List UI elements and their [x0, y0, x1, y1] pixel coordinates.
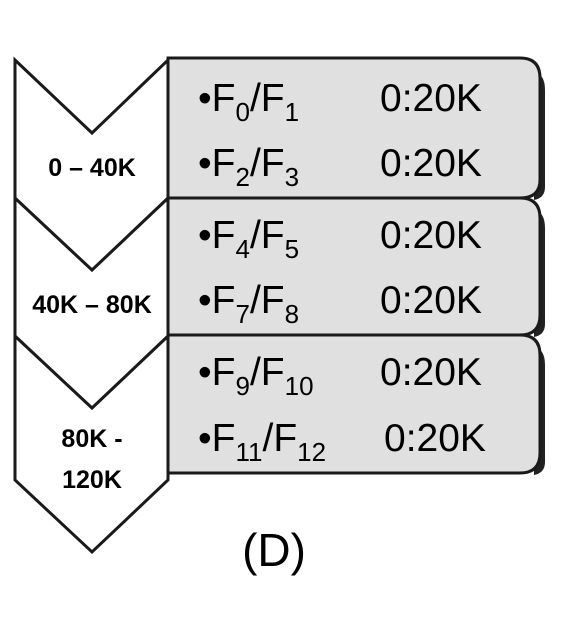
stage-labels: 0 – 40K 40K – 80K 80K - 120K [32, 154, 152, 494]
entry-3-1-range: 0:20K [380, 351, 482, 394]
chevrons [13, 56, 170, 555]
panel-stage-3 [166, 333, 542, 475]
figure-caption: (D) [242, 524, 306, 576]
stage-3-label-line-2: 120K [62, 466, 122, 494]
entry-2-2-pair: •F7/F8 [198, 279, 299, 329]
stage-3-label-line-1: 80K - [61, 425, 122, 453]
entry-3-2-pair: •F11/F12 [198, 417, 326, 467]
entry-1-1-range: 0:20K [380, 77, 482, 120]
entry-2-1-range: 0:20K [380, 214, 482, 257]
entry-1-2-pair: •F2/F3 [198, 142, 299, 192]
entry-3-2-range: 0:20K [384, 417, 486, 460]
stage-2-label: 40K – 80K [32, 291, 152, 319]
entries: •F0/F1 0:20K •F2/F3 0:20K •F4/F5 0:20K •… [198, 77, 486, 467]
entry-3-1-pair: •F9/F10 [198, 351, 314, 401]
stage-1-label: 0 – 40K [48, 154, 136, 182]
entry-2-2-range: 0:20K [380, 279, 482, 322]
entry-1-2-range: 0:20K [380, 142, 482, 185]
entry-2-1-pair: •F4/F5 [198, 214, 299, 264]
entry-1-1-pair: •F0/F1 [198, 77, 299, 127]
chevron-stage-1 [13, 56, 170, 273]
panels [166, 56, 542, 475]
